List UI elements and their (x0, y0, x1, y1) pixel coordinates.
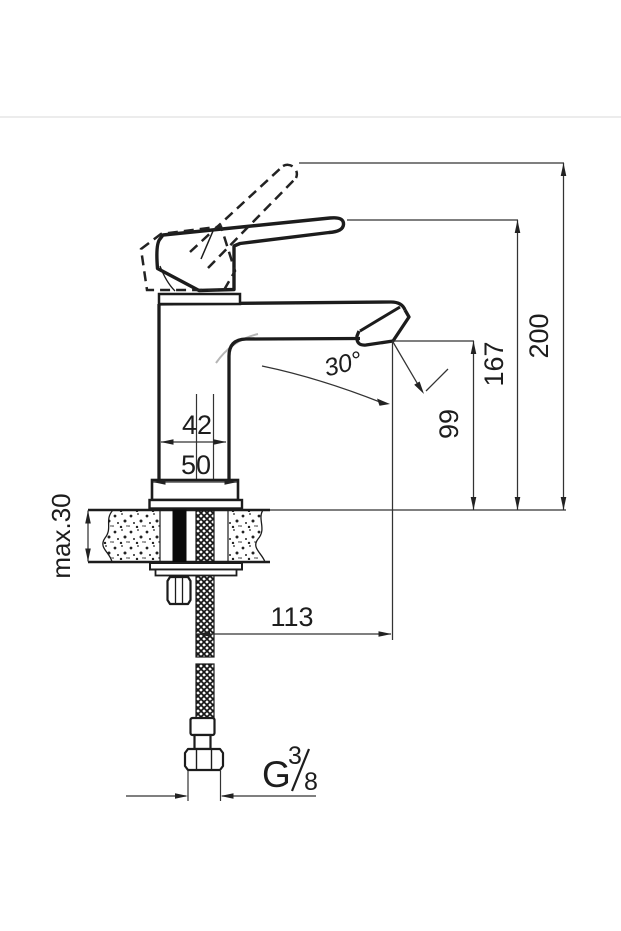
threaded-stud (172, 509, 187, 563)
dim-overall-height: 200 (299, 162, 567, 510)
supply-hose (195, 508, 215, 719)
water-direction-arrow (392, 341, 449, 394)
dim-body-width: 42 (160, 410, 227, 445)
dim-label-50: 50 (181, 450, 211, 480)
dim-spout-height: 99 (434, 341, 477, 510)
faucet-handle-raised-dashed (139, 163, 299, 292)
thread-numerator: 3 (288, 742, 302, 770)
spout-aerator (355, 309, 411, 347)
faucet-handle (155, 216, 346, 293)
dim-label-99: 99 (434, 409, 464, 439)
dim-deck-thickness: max.30 (46, 493, 91, 579)
dim-label-30deg: 30° (321, 346, 364, 382)
dim-label-200: 200 (524, 313, 554, 358)
dim-spout-reach: 113 (197, 602, 392, 637)
mounting-nut (166, 575, 192, 606)
base-collar (148, 478, 244, 510)
countertop-section (88, 508, 566, 564)
dim-label-113: 113 (270, 602, 313, 632)
dim-spout-angle: 30° (261, 346, 390, 406)
dim-label-42: 42 (182, 410, 212, 440)
dim-thread-size: G 3 8 (126, 742, 318, 801)
dim-label-167: 167 (479, 341, 509, 386)
dim-label-max30: max.30 (46, 493, 76, 578)
thread-letter: G (262, 754, 291, 795)
thread-denominator: 8 (304, 768, 318, 796)
mounting-flange (149, 562, 243, 577)
dim-base-width: 50 (152, 450, 238, 485)
dim-handle-height: 167 (347, 219, 521, 510)
hose-ferrule (189, 716, 216, 751)
hose-connector-nut (183, 747, 225, 772)
